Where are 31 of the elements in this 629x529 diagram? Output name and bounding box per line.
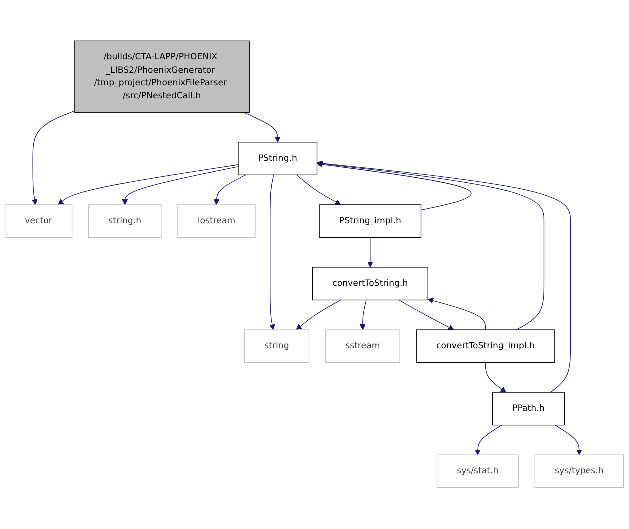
node-box: sys/stat.h: [436, 454, 519, 488]
arrow: [360, 300, 367, 330]
arrow: [317, 162, 472, 211]
node-box: vector: [4, 204, 73, 238]
arrow: [244, 112, 281, 143]
node-box: PPath.h: [492, 392, 565, 426]
node-box: /builds/CTA-LAPP/PHOENIX _LIBS2/PhoenixGenerator /tmp_project/PhoenixFileParser /src/PNestedCall.h: [74, 40, 250, 113]
arrow: [317, 161, 545, 330]
arrow: [296, 300, 342, 330]
arrow: [475, 424, 502, 456]
arrow: [270, 174, 276, 330]
arrow: [32, 110, 75, 206]
node-box: string.h: [88, 204, 162, 238]
node-box: sys/types.h: [534, 454, 624, 488]
node-box: PString.h: [238, 142, 318, 176]
arrow: [317, 160, 572, 393]
node-box: convertToString_impl.h: [416, 330, 556, 364]
node-box: PString_impl.h: [319, 204, 422, 238]
arrow: [214, 174, 246, 206]
arrow: [485, 362, 506, 393]
arrow: [554, 424, 582, 456]
node-box: convertToString.h: [312, 267, 428, 301]
arrow: [428, 298, 486, 330]
node-box: sstream: [325, 330, 400, 364]
arrow: [58, 164, 239, 206]
arrow: [122, 166, 239, 206]
arrow: [368, 237, 374, 268]
arrow: [398, 300, 454, 330]
node-box: iostream: [178, 204, 256, 238]
arrow: [296, 174, 342, 206]
node-box: string: [244, 330, 310, 364]
